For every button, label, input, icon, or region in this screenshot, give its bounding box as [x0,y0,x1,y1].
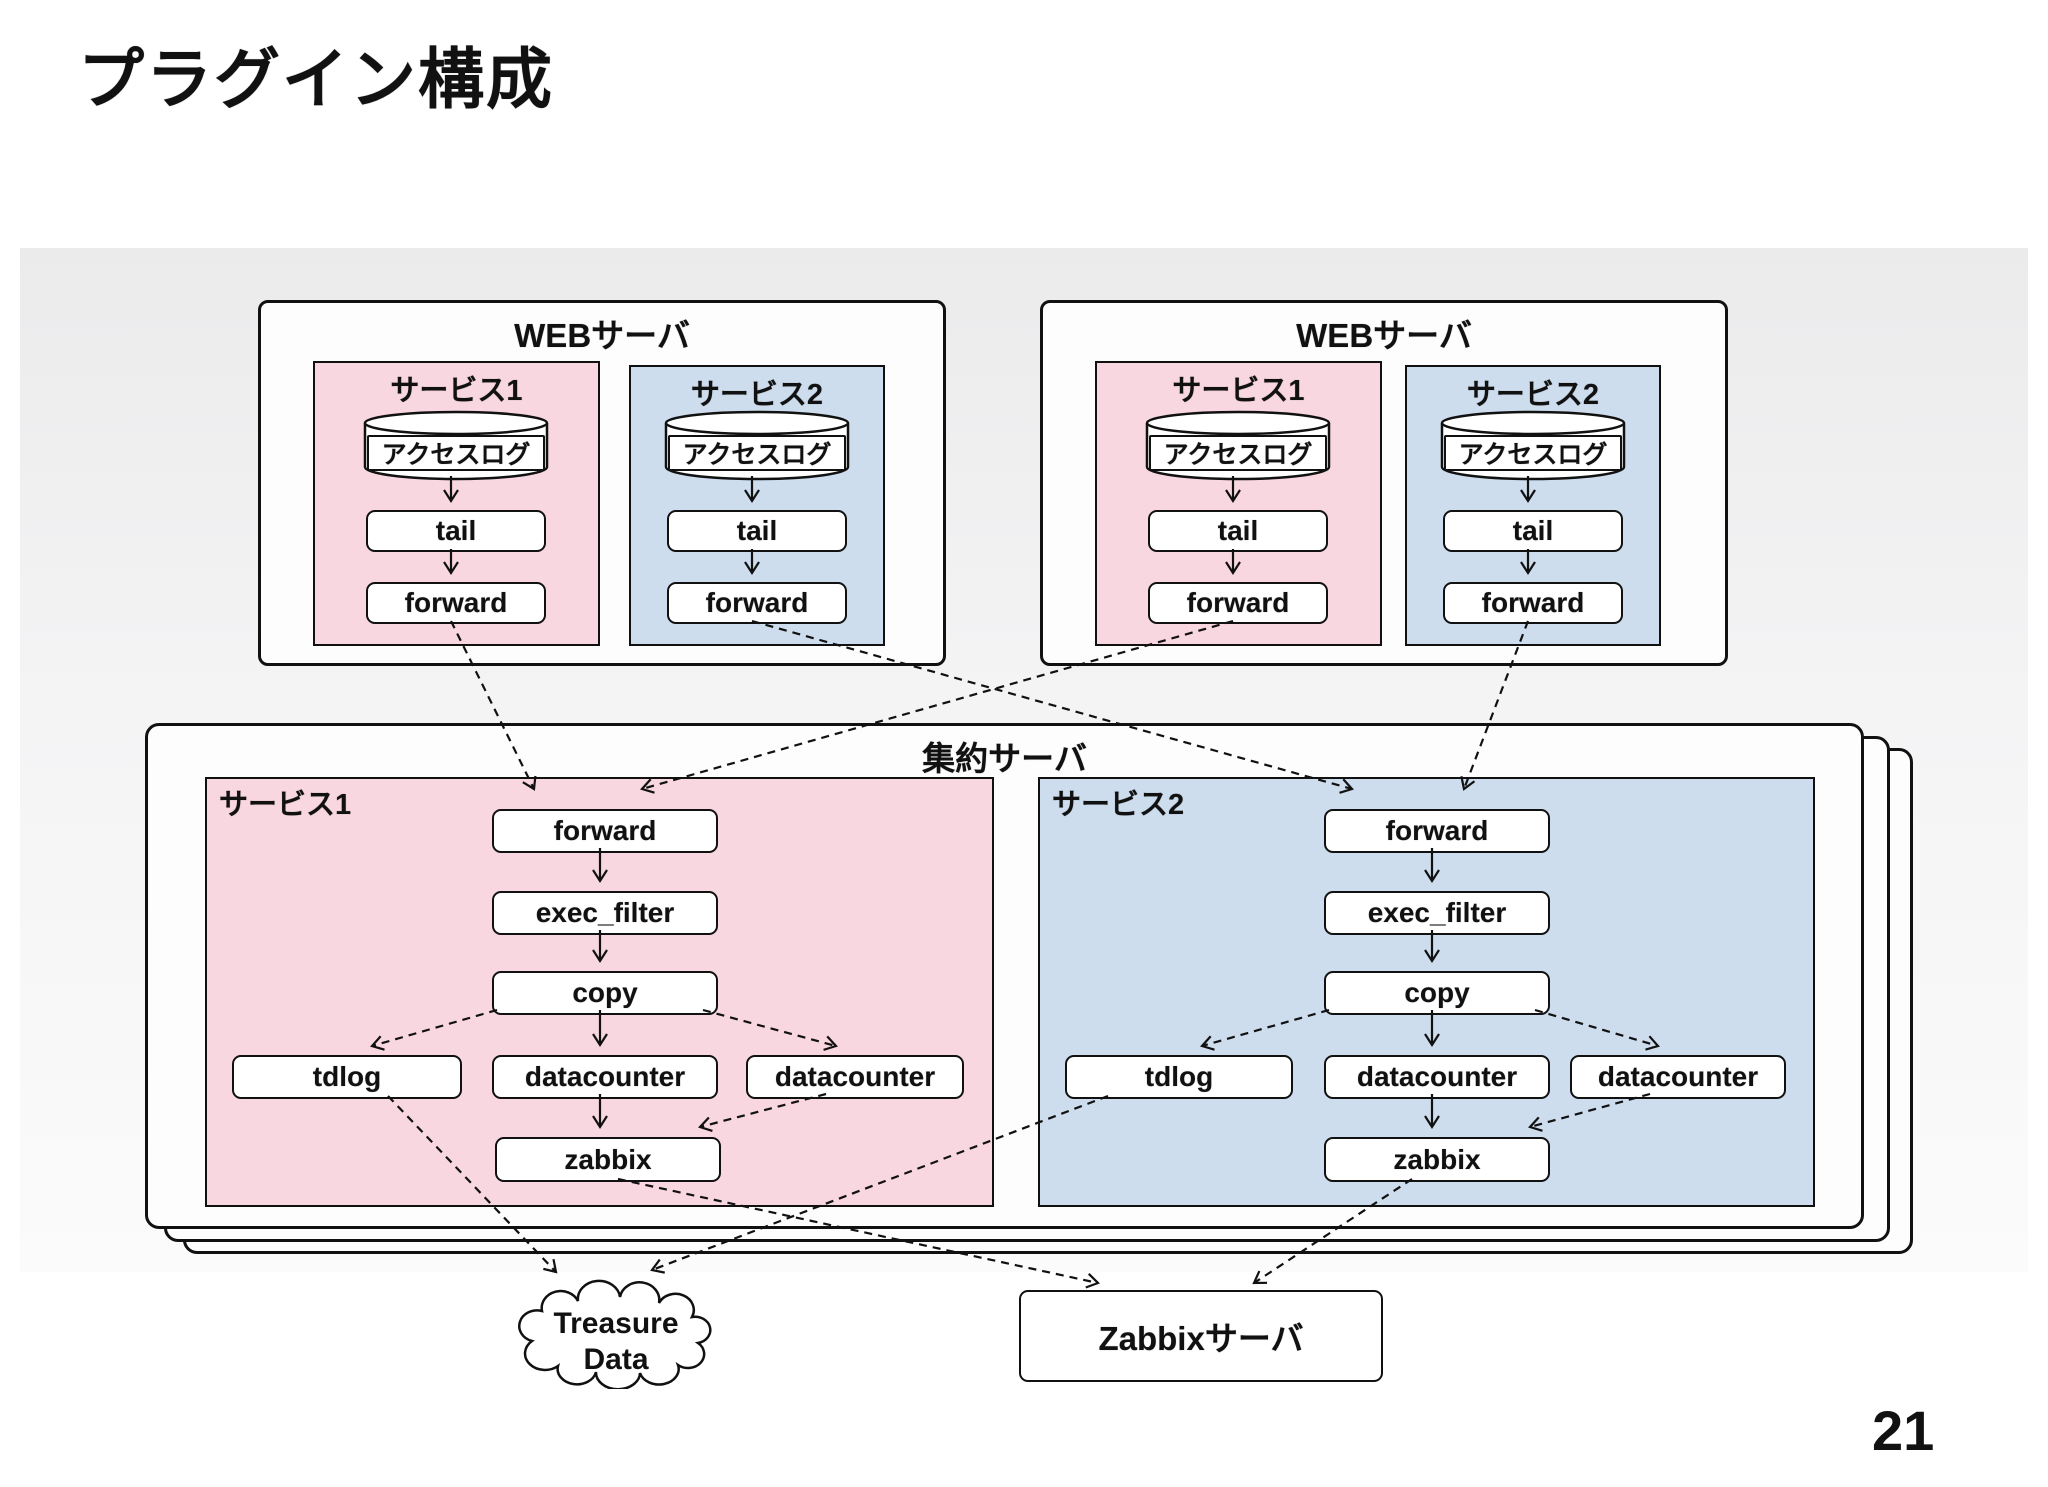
web-left-service1: サービス1 アクセスログ tail forward [313,361,600,646]
node-forward: forward [366,582,546,624]
node-tail: tail [366,510,546,552]
web-server-left-title: WEBサーバ [514,317,690,354]
web-right-service2: サービス2 アクセスログ tail forward [1405,365,1661,646]
node-forward: forward [667,582,847,624]
node-exec-filter: exec_filter [1324,891,1550,935]
node-tail: tail [1148,510,1328,552]
access-log-label: アクセスログ [367,435,545,471]
node-forward: forward [1148,582,1328,624]
node-datacounter-right: datacounter [746,1055,964,1099]
service-label: サービス1 [1172,375,1305,407]
node-forward: forward [1324,809,1550,853]
node-copy: copy [492,971,718,1015]
node-zabbix: zabbix [1324,1137,1550,1182]
node-tail: tail [1443,510,1623,552]
access-log-label: アクセスログ [668,435,846,471]
page-number: 21 [1872,1399,1935,1462]
node-datacounter-right: datacounter [1570,1055,1786,1099]
node-datacounter-left: datacounter [492,1055,718,1099]
web-server-left: WEBサーバ サービス1 アクセスログ tail forward サービス2 ア… [258,300,946,666]
access-log-label: アクセスログ [1149,435,1327,471]
page-title: プラグイン構成 [78,42,554,116]
node-copy: copy [1324,971,1550,1015]
agg-service2: サービス2 forward exec_filter copy tdlog dat… [1038,777,1815,1207]
service-label: サービス2 [690,379,824,411]
agg-service1: サービス1 forward exec_filter copy tdlog dat… [205,777,994,1207]
treasure-data-label-line2: Data [583,1343,648,1376]
node-datacounter-left: datacounter [1324,1055,1550,1099]
access-log-label: アクセスログ [1444,435,1622,471]
node-zabbix: zabbix [495,1137,721,1182]
node-forward: forward [492,809,718,853]
web-right-service1: サービス1 アクセスログ tail forward [1095,361,1382,646]
treasure-data-label-line1: Treasure [553,1307,678,1340]
service-label: サービス2 [1052,789,1185,821]
aggregation-server: 集約サーバ サービス1 forward exec_filter copy tdl… [145,723,1864,1229]
service-label: サービス1 [219,789,352,821]
node-exec-filter: exec_filter [492,891,718,935]
treasure-data-cloud: Treasure Data [518,1279,712,1389]
service-label: サービス1 [390,375,523,407]
web-server-right: WEBサーバ サービス1 アクセスログ tail forward サービス2 ア… [1040,300,1728,666]
node-tdlog: tdlog [232,1055,462,1099]
web-left-service2: サービス2 アクセスログ tail forward [629,365,885,646]
node-forward: forward [1443,582,1623,624]
web-server-right-title: WEBサーバ [1296,317,1472,354]
node-tdlog: tdlog [1065,1055,1293,1099]
node-tail: tail [667,510,847,552]
zabbix-server-box: Zabbixサーバ [1019,1290,1383,1382]
aggregation-server-title: 集約サーバ [922,740,1087,777]
service-label: サービス2 [1466,379,1600,411]
